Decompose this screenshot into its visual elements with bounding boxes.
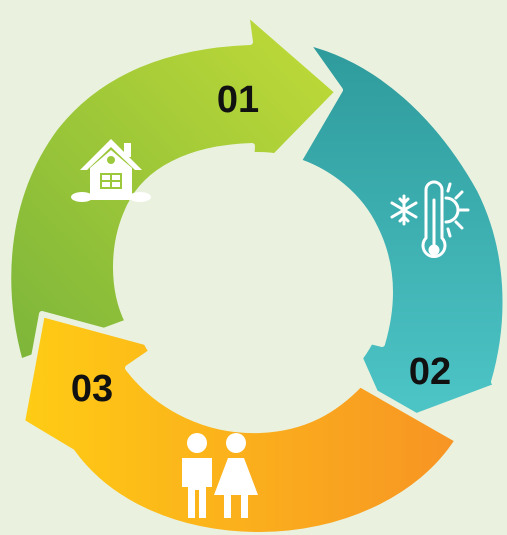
thermometer-snowflake-sun-icon <box>390 180 470 258</box>
man-woman-icon <box>182 433 258 518</box>
step-number-03: 03 <box>71 368 113 410</box>
step-number-02: 02 <box>409 351 451 393</box>
cycle-segment-01 <box>5 9 341 365</box>
step-number-01: 01 <box>217 79 259 121</box>
cycle-segment-03 <box>19 311 461 535</box>
house-icon <box>71 139 151 202</box>
cycle-center <box>128 152 388 412</box>
